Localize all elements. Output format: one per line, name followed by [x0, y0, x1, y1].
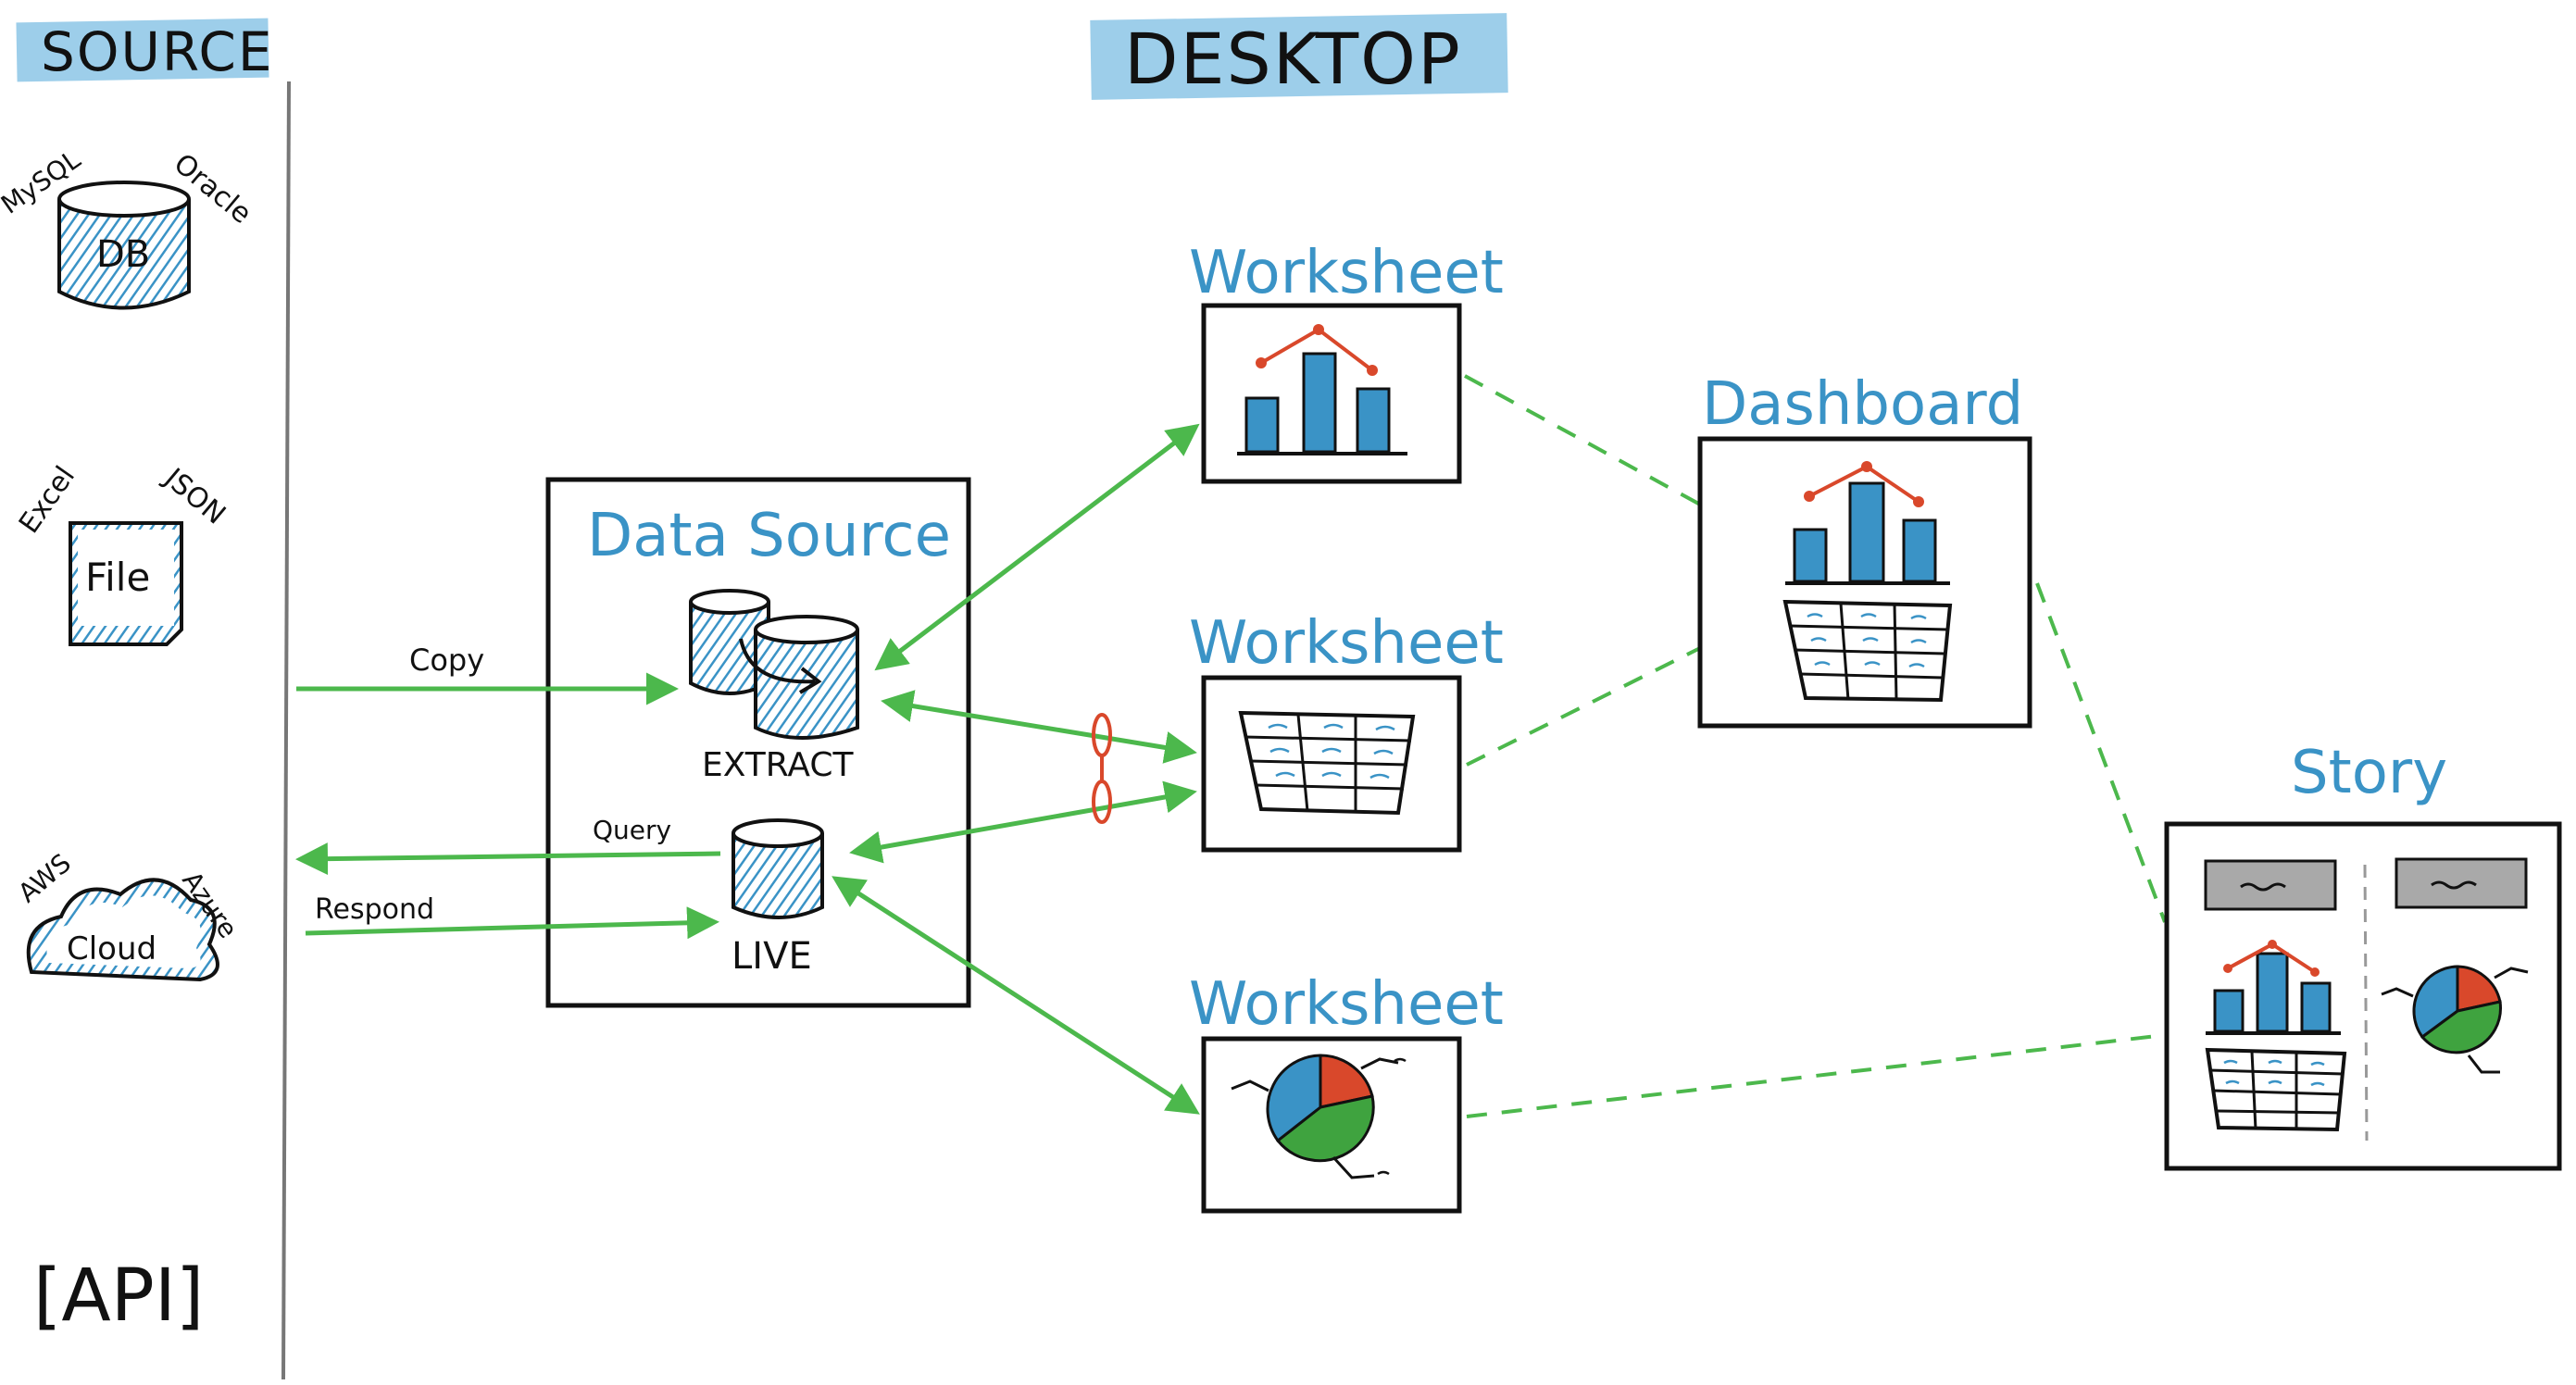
link-icon: [1092, 713, 1112, 824]
worksheet-1-title: Worksheet: [1189, 239, 1504, 307]
respond-label: Respond: [315, 893, 434, 926]
db-source: DB MySQL Oracle: [0, 143, 257, 310]
story-bar-chart-icon: [2206, 940, 2341, 1035]
bar-chart-icon: [1237, 324, 1407, 455]
cloud-tag-aws: AWS: [12, 848, 77, 909]
live-label: LIVE: [732, 935, 812, 978]
story-title: Story: [2291, 739, 2447, 807]
file-tag-json: JSON: [156, 461, 231, 531]
extract-label: EXTRACT: [702, 746, 854, 784]
dashboard-title: Dashboard: [1702, 370, 2023, 439]
respond-arrow: [305, 906, 719, 940]
story-table-icon: [2205, 1047, 2347, 1132]
live-icon: [732, 818, 824, 919]
ws1-arrow: [874, 423, 1200, 671]
worksheet-2: Worksheet: [1189, 609, 1504, 853]
worksheet-1: Worksheet: [1189, 239, 1504, 484]
worksheet-flows: [832, 423, 1200, 1115]
ws3-arrow: [832, 876, 1200, 1115]
dashboard-bar-chart-icon: [1785, 461, 1950, 585]
worksheet-3-title: Worksheet: [1189, 970, 1504, 1039]
dashboard-table-icon: [1782, 599, 1953, 703]
file-label: File: [85, 555, 150, 600]
source-header: SOURCE: [16, 18, 273, 83]
pie-chart-icon: [1231, 1054, 1407, 1179]
story-caption-2: [2395, 857, 2528, 909]
api-label: [API]: [33, 1254, 204, 1338]
source-divider: [281, 81, 291, 1380]
worksheet-3: Worksheet: [1189, 970, 1504, 1214]
ws1-to-dashboard: [1464, 374, 1703, 507]
ws2-to-dashboard: [1466, 646, 1701, 767]
query-label: Query: [593, 815, 671, 845]
ws3-to-story: [1466, 1033, 2166, 1118]
source-flows: Copy Query Respond: [295, 643, 721, 940]
desktop-header: DESKTOP: [1090, 13, 1508, 100]
desktop-header-text: DESKTOP: [1124, 18, 1462, 100]
ws2-extract-arrow: [881, 690, 1197, 764]
copy-label: Copy: [409, 643, 484, 678]
table-icon: [1238, 710, 1416, 816]
source-header-text: SOURCE: [41, 20, 273, 83]
story: Story: [2164, 739, 2562, 1171]
story-pie-chart-icon: [2381, 965, 2529, 1074]
dashboard: Dashboard: [1697, 370, 2032, 729]
cloud-label: Cloud: [67, 930, 156, 967]
api-source: [API]: [33, 1254, 204, 1338]
data-source-title: Data Source: [587, 502, 951, 570]
worksheet-2-title: Worksheet: [1189, 609, 1504, 678]
file-source: File Excel JSON: [13, 460, 231, 646]
ws2-live-arrow: [849, 780, 1197, 864]
cloud-source: Cloud AWS Azure: [12, 848, 244, 982]
dashboard-connections: [1464, 374, 2167, 1118]
query-arrow: [295, 842, 721, 876]
dashboard-to-story: [2035, 582, 2167, 923]
story-caption-1: [2204, 859, 2337, 911]
extract-icon: [689, 589, 859, 740]
db-label: DB: [96, 233, 150, 276]
